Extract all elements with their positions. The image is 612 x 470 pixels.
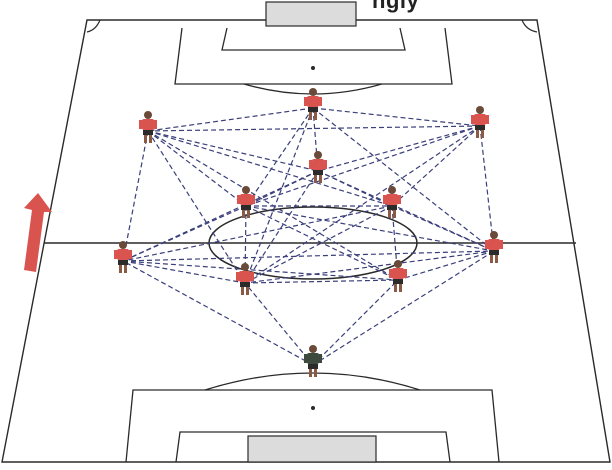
top-goal xyxy=(266,2,356,26)
top-penalty-spot xyxy=(311,66,315,70)
bottom-penalty-spot xyxy=(311,406,315,410)
bottom-goal xyxy=(248,436,376,462)
header-title-fragment: ngly xyxy=(372,0,419,14)
pitch-outline xyxy=(2,20,610,462)
